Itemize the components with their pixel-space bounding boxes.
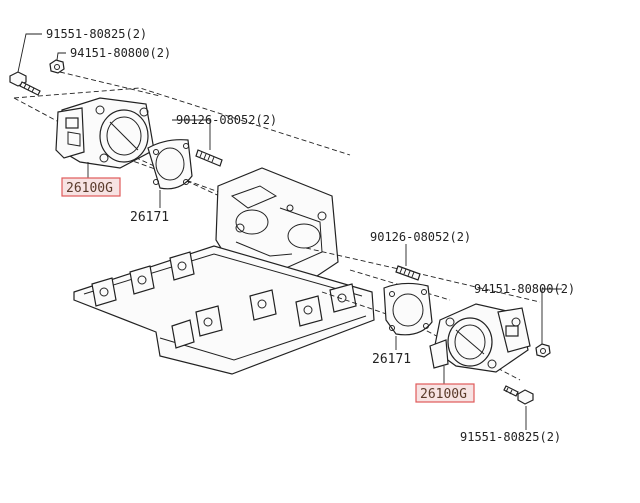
throttle-body-lower bbox=[429, 303, 531, 373]
bolt-lower bbox=[503, 385, 534, 405]
part-label-26171-lower: 26171 bbox=[372, 352, 411, 367]
part-label-box-upper bbox=[61, 177, 121, 197]
callout-nut-upper: 94151-80800(2) bbox=[70, 46, 171, 60]
callout-nut-lower: 94151-80800(2) bbox=[474, 282, 575, 296]
bolt-upper bbox=[9, 71, 41, 96]
throttle-body-upper bbox=[55, 97, 155, 169]
nut-upper bbox=[49, 59, 65, 74]
gasket-upper bbox=[147, 139, 193, 190]
intake-manifold bbox=[73, 167, 375, 375]
part-label-26100g-upper: 26100G bbox=[66, 181, 113, 196]
callout-bolt-lower: 91551-80825(2) bbox=[460, 430, 561, 444]
part-label-box-lower bbox=[415, 383, 475, 403]
callout-stud-upper: 90126-08052(2) bbox=[176, 113, 277, 127]
part-label-26100g-lower: 26100G bbox=[420, 387, 467, 402]
callout-stud-lower: 90126-08052(2) bbox=[370, 230, 471, 244]
stud-upper bbox=[195, 149, 223, 167]
gasket-lower bbox=[383, 282, 433, 336]
part-label-26171-upper: 26171 bbox=[130, 210, 169, 225]
nut-lower bbox=[535, 343, 551, 358]
callout-bolt-upper: 91551-80825(2) bbox=[46, 27, 147, 41]
stud-lower bbox=[395, 265, 421, 281]
